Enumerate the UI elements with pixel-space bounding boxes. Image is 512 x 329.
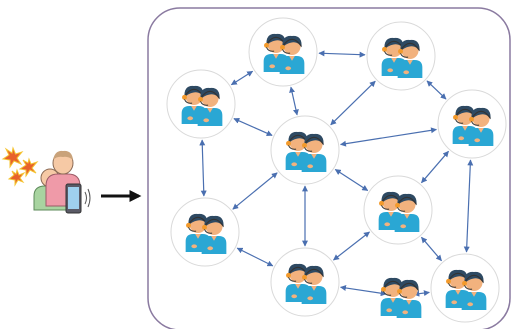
connector-arrow <box>333 231 370 261</box>
connector-arrow <box>340 127 437 147</box>
connector-arrow <box>318 50 366 58</box>
call-center-agents-icon <box>170 197 240 267</box>
nodes <box>166 17 507 323</box>
connector-arrow <box>426 80 447 100</box>
starburst-icon <box>7 168 26 187</box>
connector-arrow <box>421 236 442 262</box>
call-center-agents-icon <box>248 17 318 87</box>
connector-arrow <box>236 247 274 267</box>
connector-arrow <box>232 172 278 210</box>
connector-arrow <box>289 86 299 116</box>
connector-arrow <box>334 168 369 192</box>
smartphone-icon <box>65 183 91 214</box>
call-center-agents-icon <box>437 89 507 159</box>
connector-arrow <box>463 159 474 253</box>
connector-arrow <box>230 70 254 86</box>
connector-arrow <box>199 139 207 197</box>
edges <box>199 50 474 297</box>
call-center-agents-icon <box>366 21 436 91</box>
source-group <box>1 146 91 214</box>
call-center-agents-icon <box>430 253 500 323</box>
call-center-agents-icon <box>166 69 236 139</box>
connector-arrow <box>340 285 387 297</box>
starburst-icon <box>18 157 39 178</box>
call-center-agents-icon <box>270 115 340 185</box>
starburst-icon <box>1 146 24 169</box>
call-center-agents-icon <box>270 247 340 317</box>
call-center-agents-icon <box>363 175 433 245</box>
connector-arrow <box>330 80 376 126</box>
connector-arrow <box>233 118 273 136</box>
network-panel <box>147 7 511 329</box>
call-center-agents-icon <box>380 277 422 318</box>
connector-arrow <box>421 150 449 184</box>
